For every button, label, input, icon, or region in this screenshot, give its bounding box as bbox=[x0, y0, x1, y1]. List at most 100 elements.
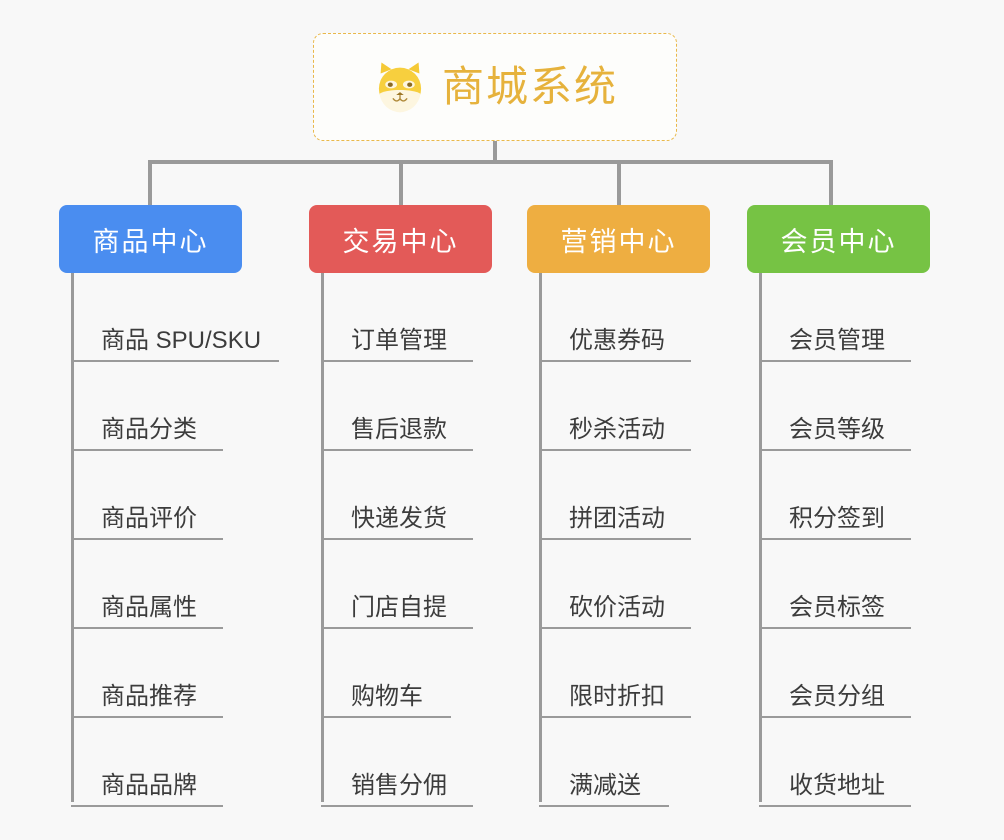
category-label: 营销中心 bbox=[560, 226, 677, 257]
list-item[interactable]: 会员分组 bbox=[759, 629, 930, 718]
list-item-label: 会员标签 bbox=[789, 594, 885, 621]
list-item[interactable]: 商品评价 bbox=[71, 451, 261, 540]
leaf-underline bbox=[759, 716, 911, 718]
leaf-underline bbox=[71, 805, 223, 807]
leaf-underline bbox=[539, 538, 691, 540]
root-node[interactable]: 商城系统 bbox=[313, 33, 677, 141]
list-item[interactable]: 砍价活动 bbox=[539, 540, 710, 629]
list-item[interactable]: 商品 SPU/SKU bbox=[71, 273, 279, 362]
leaf-underline bbox=[71, 538, 223, 540]
leaf-list-product-center: 商品 SPU/SKU 商品分类 商品评价 商品属性 商品推荐 商品品牌 bbox=[59, 273, 279, 807]
branch-trade-center: 交易中心 订单管理 售后退款 快递发货 门店自提 购物车 bbox=[309, 205, 492, 807]
list-item-label: 满减送 bbox=[569, 772, 641, 799]
list-item[interactable]: 拼团活动 bbox=[539, 451, 710, 540]
leaf-underline bbox=[539, 627, 691, 629]
list-item[interactable]: 满减送 bbox=[539, 718, 710, 807]
list-item-label: 商品推荐 bbox=[101, 683, 197, 710]
root-title: 商城系统 bbox=[441, 63, 618, 110]
branch-marketing-center: 营销中心 优惠券码 秒杀活动 拼团活动 砍价活动 限时折扣 bbox=[527, 205, 710, 807]
list-item-label: 门店自提 bbox=[351, 594, 447, 621]
leaf-underline bbox=[321, 627, 473, 629]
leaf-list-marketing-center: 优惠券码 秒杀活动 拼团活动 砍价活动 限时折扣 满减送 bbox=[527, 273, 710, 807]
list-item[interactable]: 快递发货 bbox=[321, 451, 492, 540]
list-item-label: 拼团活动 bbox=[569, 505, 665, 532]
list-item[interactable]: 商品分类 bbox=[71, 362, 261, 451]
connector-drop-marketing-center bbox=[617, 160, 621, 205]
list-item[interactable]: 会员管理 bbox=[759, 273, 930, 362]
category-label: 交易中心 bbox=[342, 226, 459, 257]
leaf-underline bbox=[759, 449, 911, 451]
list-item-label: 积分签到 bbox=[789, 505, 885, 532]
leaf-underline bbox=[539, 360, 691, 362]
list-item[interactable]: 收货地址 bbox=[759, 718, 930, 807]
list-item[interactable]: 购物车 bbox=[321, 629, 492, 718]
leaf-underline bbox=[759, 805, 911, 807]
category-label: 商品中心 bbox=[92, 226, 209, 257]
list-item-label: 销售分佣 bbox=[351, 772, 447, 799]
list-item[interactable]: 销售分佣 bbox=[321, 718, 492, 807]
list-item-label: 订单管理 bbox=[351, 327, 447, 354]
leaf-underline bbox=[539, 805, 669, 807]
list-item[interactable]: 积分签到 bbox=[759, 451, 930, 540]
leaf-underline bbox=[71, 627, 223, 629]
leaf-trunk-line bbox=[759, 273, 762, 802]
list-item-label: 优惠券码 bbox=[569, 327, 665, 354]
leaf-list-member-center: 会员管理 会员等级 积分签到 会员标签 会员分组 收货地址 bbox=[747, 273, 930, 807]
leaf-underline bbox=[71, 716, 223, 718]
list-item-label: 商品分类 bbox=[101, 416, 197, 443]
branch-member-center: 会员中心 会员管理 会员等级 积分签到 会员标签 会员分组 bbox=[747, 205, 930, 807]
leaf-list-trade-center: 订单管理 售后退款 快递发货 门店自提 购物车 销售分佣 bbox=[309, 273, 492, 807]
list-item[interactable]: 门店自提 bbox=[321, 540, 492, 629]
list-item[interactable]: 会员标签 bbox=[759, 540, 930, 629]
connector-drop-member-center bbox=[829, 160, 833, 205]
connector-drop-trade-center bbox=[399, 160, 403, 205]
list-item[interactable]: 商品品牌 bbox=[71, 718, 261, 807]
list-item-label: 购物车 bbox=[351, 683, 423, 710]
leaf-trunk-line bbox=[321, 273, 324, 802]
category-header-product-center[interactable]: 商品中心 bbox=[59, 205, 242, 273]
leaf-underline bbox=[759, 538, 911, 540]
connector-drop-product-center bbox=[148, 160, 152, 205]
list-item-label: 会员管理 bbox=[789, 327, 885, 354]
list-item-label: 商品品牌 bbox=[101, 772, 197, 799]
list-item-label: 限时折扣 bbox=[569, 683, 665, 710]
list-item-label: 商品评价 bbox=[101, 505, 197, 532]
leaf-underline bbox=[759, 360, 911, 362]
list-item-label: 快递发货 bbox=[351, 505, 447, 532]
list-item-label: 收货地址 bbox=[789, 772, 885, 799]
list-item-label: 商品属性 bbox=[101, 594, 197, 621]
category-header-trade-center[interactable]: 交易中心 bbox=[309, 205, 492, 273]
leaf-underline bbox=[321, 716, 451, 718]
list-item[interactable]: 会员等级 bbox=[759, 362, 930, 451]
leaf-underline bbox=[321, 538, 473, 540]
leaf-underline bbox=[71, 449, 223, 451]
list-item-label: 秒杀活动 bbox=[569, 416, 665, 443]
list-item-label: 砍价活动 bbox=[569, 594, 665, 621]
shiba-dog-face-icon bbox=[378, 62, 422, 113]
list-item[interactable]: 订单管理 bbox=[321, 273, 492, 362]
category-header-marketing-center[interactable]: 营销中心 bbox=[527, 205, 710, 273]
list-item[interactable]: 商品属性 bbox=[71, 540, 261, 629]
list-item[interactable]: 优惠券码 bbox=[539, 273, 710, 362]
list-item-label: 售后退款 bbox=[351, 416, 447, 443]
list-item-label: 会员等级 bbox=[789, 416, 885, 443]
leaf-underline bbox=[759, 627, 911, 629]
leaf-underline bbox=[321, 360, 473, 362]
list-item[interactable]: 售后退款 bbox=[321, 362, 492, 451]
leaf-underline bbox=[321, 805, 473, 807]
list-item-label: 商品 SPU/SKU bbox=[101, 327, 262, 354]
list-item[interactable]: 商品推荐 bbox=[71, 629, 261, 718]
list-item[interactable]: 限时折扣 bbox=[539, 629, 710, 718]
list-item-label: 会员分组 bbox=[789, 683, 885, 710]
branch-product-center: 商品中心 商品 SPU/SKU 商品分类 商品评价 商品属性 商品推 bbox=[59, 205, 279, 807]
list-item[interactable]: 秒杀活动 bbox=[539, 362, 710, 451]
leaf-trunk-line bbox=[539, 273, 542, 802]
connector-horizontal-bus bbox=[148, 160, 833, 164]
leaf-underline bbox=[539, 449, 691, 451]
leaf-underline bbox=[321, 449, 473, 451]
leaf-trunk-line bbox=[71, 273, 74, 802]
leaf-underline bbox=[71, 360, 279, 362]
category-header-member-center[interactable]: 会员中心 bbox=[747, 205, 930, 273]
leaf-underline bbox=[539, 716, 691, 718]
